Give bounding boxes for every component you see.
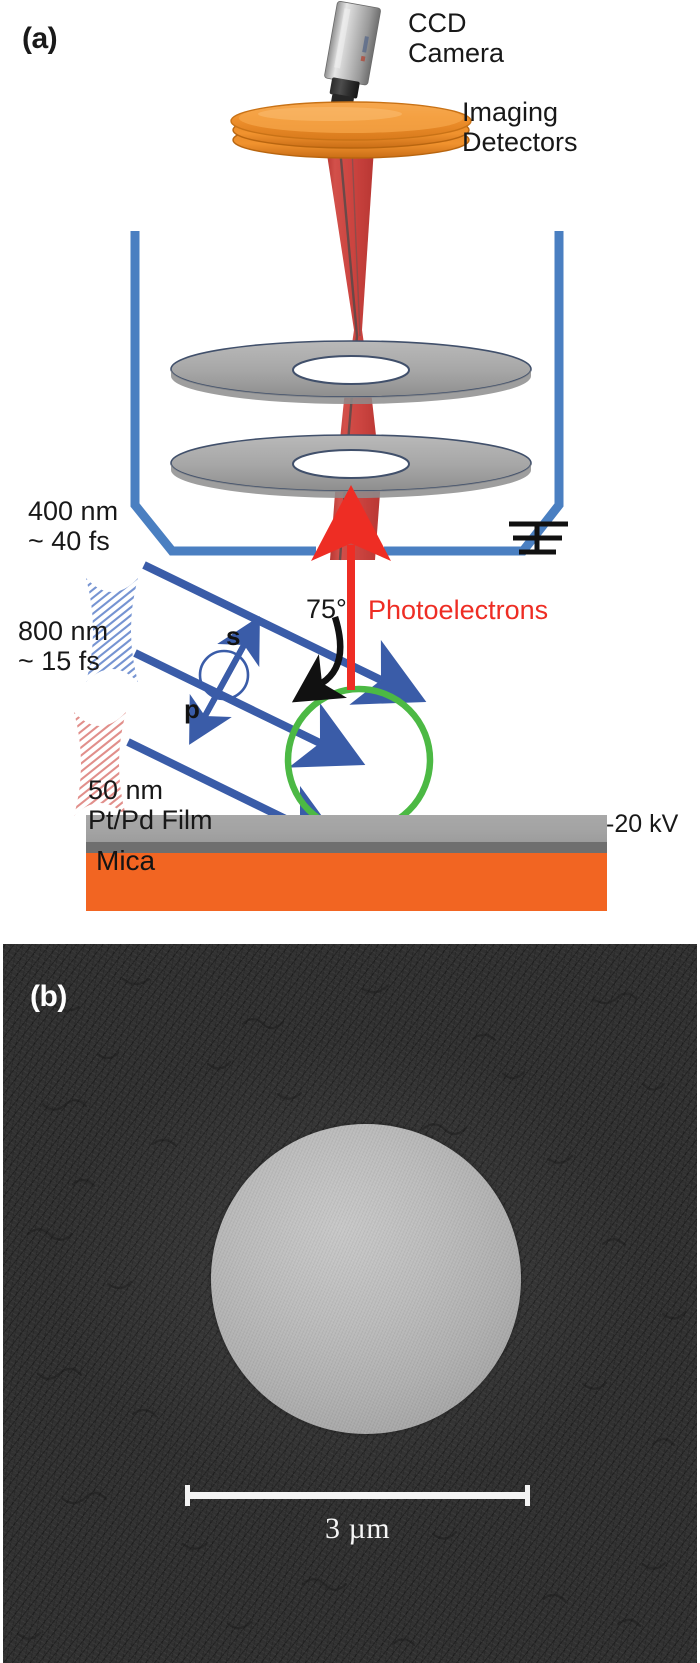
ground-symbol-icon [509, 521, 568, 555]
ptpd-film-label: 50 nm Pt/Pd Film [88, 775, 213, 836]
laser-800nm-label: 800 nm ~ 15 fs [18, 616, 109, 677]
panel-label-b: (b) [30, 980, 67, 1013]
mica-layer [86, 853, 607, 911]
interface-layer [86, 842, 607, 853]
p-polarization-label: p [184, 694, 200, 724]
microsphere-outline [284, 685, 434, 835]
column-housing [130, 231, 564, 556]
surface-cracks [16, 977, 687, 1647]
imaging-detectors-label: Imaging Detectors [462, 97, 578, 158]
film-surface-texture [3, 944, 697, 1663]
s-polarization-label: s [226, 621, 241, 651]
mica-label: Mica [96, 845, 156, 876]
photoelectrons-label: Photoelectrons [368, 595, 549, 625]
microsphere [211, 1124, 521, 1434]
incidence-angle-label: 75° [306, 594, 347, 624]
imaging-detectors-icon [230, 101, 472, 159]
scale-bar-label: 3 µm [324, 1512, 391, 1545]
ptpd-film-layer [86, 815, 607, 842]
panel-label-a: (a) [22, 22, 58, 55]
bias-voltage-label: -20 kV [606, 810, 679, 838]
electrode-plate-upper [170, 340, 532, 404]
electrode-plate-lower [170, 434, 532, 498]
laser-400nm-label: 400 nm ~ 40 fs [28, 496, 119, 557]
scale-bar: 3 µm [185, 1485, 530, 1545]
sem-micrograph [3, 944, 697, 1663]
ccd-camera-label: CCD Camera [408, 8, 505, 69]
incidence-angle-arc [291, 616, 348, 703]
scale-bar-line [185, 1485, 530, 1506]
p-polarization-arrow [189, 643, 247, 745]
laser-beam-800nm-lower [126, 738, 346, 851]
polarization-symbol [189, 616, 260, 745]
electron-beam-upper [326, 148, 374, 330]
